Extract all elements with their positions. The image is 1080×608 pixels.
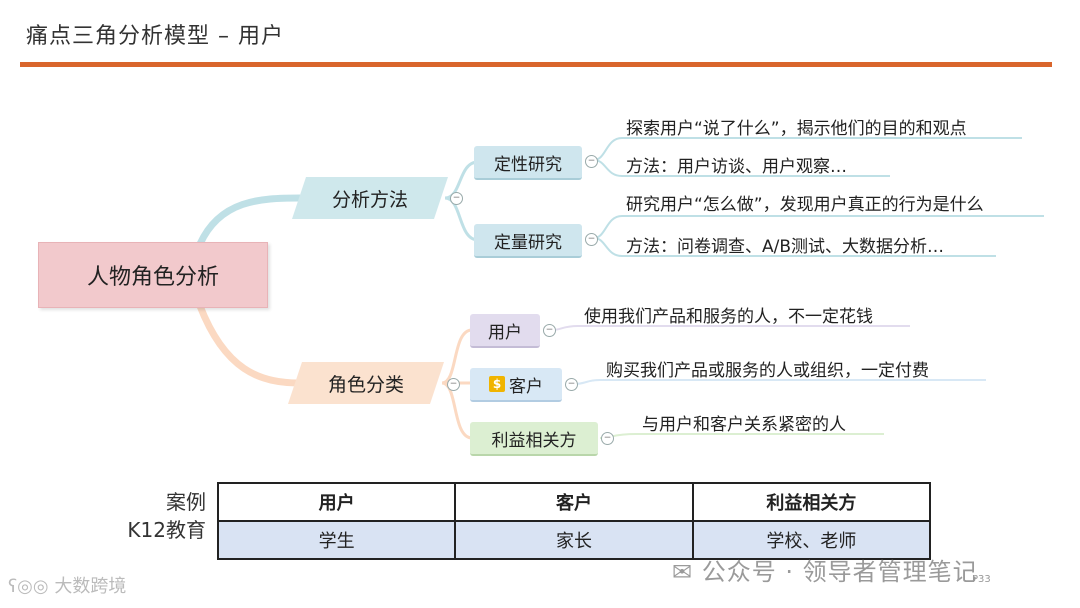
table-header-row: 用户 客户 利益相关方 bbox=[216, 482, 932, 522]
leaf-customer-desc: 购买我们产品或服务的人或组织，一定付费 bbox=[606, 361, 929, 381]
watermark-right-text: 公众号 · 领导者管理笔记 bbox=[701, 558, 978, 586]
leaf-quantitative-methods: 方法：问卷调查、A/B测试、大数据分析… bbox=[626, 237, 945, 257]
case-label-subject: K12教育 bbox=[127, 518, 206, 542]
collapse-toggle-icon[interactable]: − bbox=[585, 233, 598, 246]
node-customer-label: 客户 bbox=[509, 376, 543, 397]
table-header-cell: 用户 bbox=[216, 482, 457, 522]
case-table: 用户 客户 利益相关方 学生 家长 学校、老师 bbox=[216, 482, 932, 560]
table-cell: 学生 bbox=[216, 520, 457, 560]
table-header-cell: 利益相关方 bbox=[691, 482, 932, 522]
collapse-toggle-icon[interactable]: − bbox=[601, 432, 614, 445]
leaf-qualitative-methods: 方法：用户访谈、用户观察… bbox=[626, 157, 847, 177]
collapse-toggle-icon[interactable]: − bbox=[565, 378, 578, 391]
page-number: P33 bbox=[972, 574, 991, 585]
table-cell: 学校、老师 bbox=[691, 520, 932, 560]
dollar-icon: $ bbox=[489, 376, 505, 392]
leaf-stakeholder-desc: 与用户和客户关系紧密的人 bbox=[642, 415, 846, 435]
page-title: 痛点三角分析模型 – 用户 bbox=[26, 24, 284, 49]
collapse-toggle-icon[interactable]: − bbox=[450, 192, 463, 205]
node-qualitative-research: 定性研究 bbox=[474, 146, 582, 180]
connector-role-stakeholder bbox=[441, 381, 473, 440]
watermark-logo-icon: ʕ◎◎ bbox=[8, 576, 49, 597]
connector-method-quant bbox=[444, 196, 479, 242]
node-quantitative-research: 定量研究 bbox=[474, 224, 582, 258]
connector-root-role bbox=[196, 304, 299, 387]
watermark-right: ✉ 公众号 · 领导者管理笔记 bbox=[672, 552, 978, 587]
root-node: 人物角色分析 bbox=[38, 242, 268, 308]
connector-role-user bbox=[441, 328, 473, 385]
wechat-icon: ✉ bbox=[672, 558, 694, 586]
node-customer: $ 客户 bbox=[470, 368, 562, 402]
node-user: 用户 bbox=[470, 314, 540, 348]
watermark-left: ʕ◎◎ 大数跨境 bbox=[8, 572, 126, 598]
table-row: 学生 家长 学校、老师 bbox=[216, 520, 932, 560]
table-cell: 家长 bbox=[454, 520, 694, 560]
leaf-user-desc: 使用我们产品和服务的人，不一定花钱 bbox=[584, 307, 873, 327]
collapse-toggle-icon[interactable]: − bbox=[447, 378, 460, 391]
case-label: 案例 K12教育 bbox=[106, 488, 206, 544]
collapse-toggle-icon[interactable]: − bbox=[585, 155, 598, 168]
node-stakeholder: 利益相关方 bbox=[470, 422, 598, 456]
branch-analysis-methods: 分析方法 bbox=[292, 177, 448, 219]
connector-method-qual bbox=[444, 160, 479, 200]
case-label-title: 案例 bbox=[166, 490, 206, 514]
watermark-left-text: 大数跨境 bbox=[54, 576, 127, 597]
leaf-qualitative-desc: 探索用户“说了什么”，揭示他们的目的和观点 bbox=[626, 119, 967, 139]
collapse-toggle-icon[interactable]: − bbox=[543, 324, 556, 337]
title-underline bbox=[20, 62, 1052, 67]
leaf-quantitative-desc: 研究用户“怎么做”，发现用户真正的行为是什么 bbox=[626, 195, 984, 215]
connector-root-method bbox=[196, 194, 301, 246]
branch-role-classification: 角色分类 bbox=[288, 362, 444, 404]
table-header-cell: 客户 bbox=[454, 482, 694, 522]
